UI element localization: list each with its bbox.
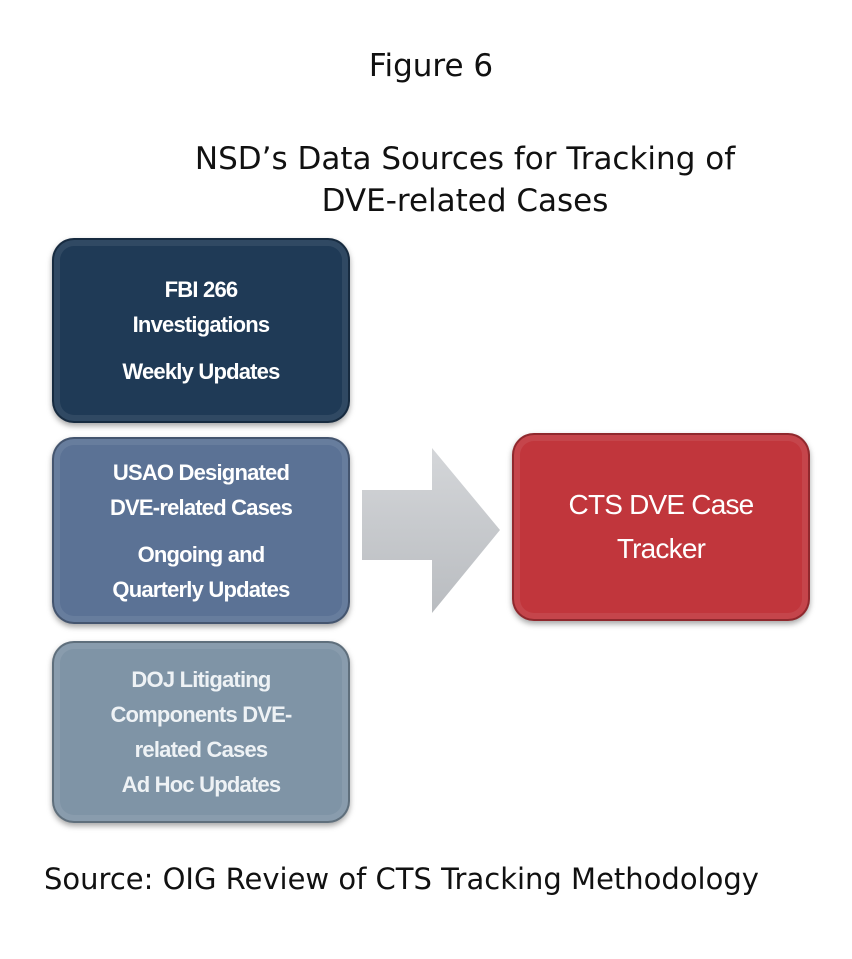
- figure-title: NSD’s Data Sources for Tracking of DVE-r…: [185, 138, 745, 222]
- box-update-text: Weekly Updates: [122, 359, 280, 384]
- arrow-right-icon: [362, 448, 500, 613]
- box-text: related Cases: [134, 737, 268, 762]
- box-text: Investigations: [132, 312, 271, 337]
- box-text: FBI 266: [164, 277, 238, 302]
- title-line-2: DVE-related Cases: [321, 183, 609, 219]
- figure-label: Figure 6: [368, 48, 494, 84]
- box-text: DVE-related Cases: [109, 494, 293, 520]
- box-text: DOJ Litigating: [131, 667, 271, 692]
- source-box-doj: DOJ Litigating Components DVE- related C…: [52, 641, 350, 823]
- source-box-fbi: FBI 266 Investigations Weekly Updates: [52, 238, 350, 423]
- box-text: USAO Designated: [112, 459, 290, 485]
- box-text: Components DVE-: [110, 702, 292, 727]
- box-update-text: Quarterly Updates: [112, 576, 290, 602]
- source-box-usao: USAO Designated DVE-related Cases Ongoin…: [52, 437, 350, 624]
- title-line-1: NSD’s Data Sources for Tracking of: [194, 141, 736, 177]
- source-note: Source: OIG Review of CTS Tracking Metho…: [44, 862, 759, 896]
- target-box-cts-tracker: CTS DVE Case Tracker: [512, 433, 810, 621]
- box-update-text: Ongoing and: [137, 541, 266, 567]
- box-text: CTS DVE Case: [568, 489, 755, 520]
- box-update-text: Ad Hoc Updates: [121, 772, 282, 797]
- box-text: Tracker: [616, 533, 706, 564]
